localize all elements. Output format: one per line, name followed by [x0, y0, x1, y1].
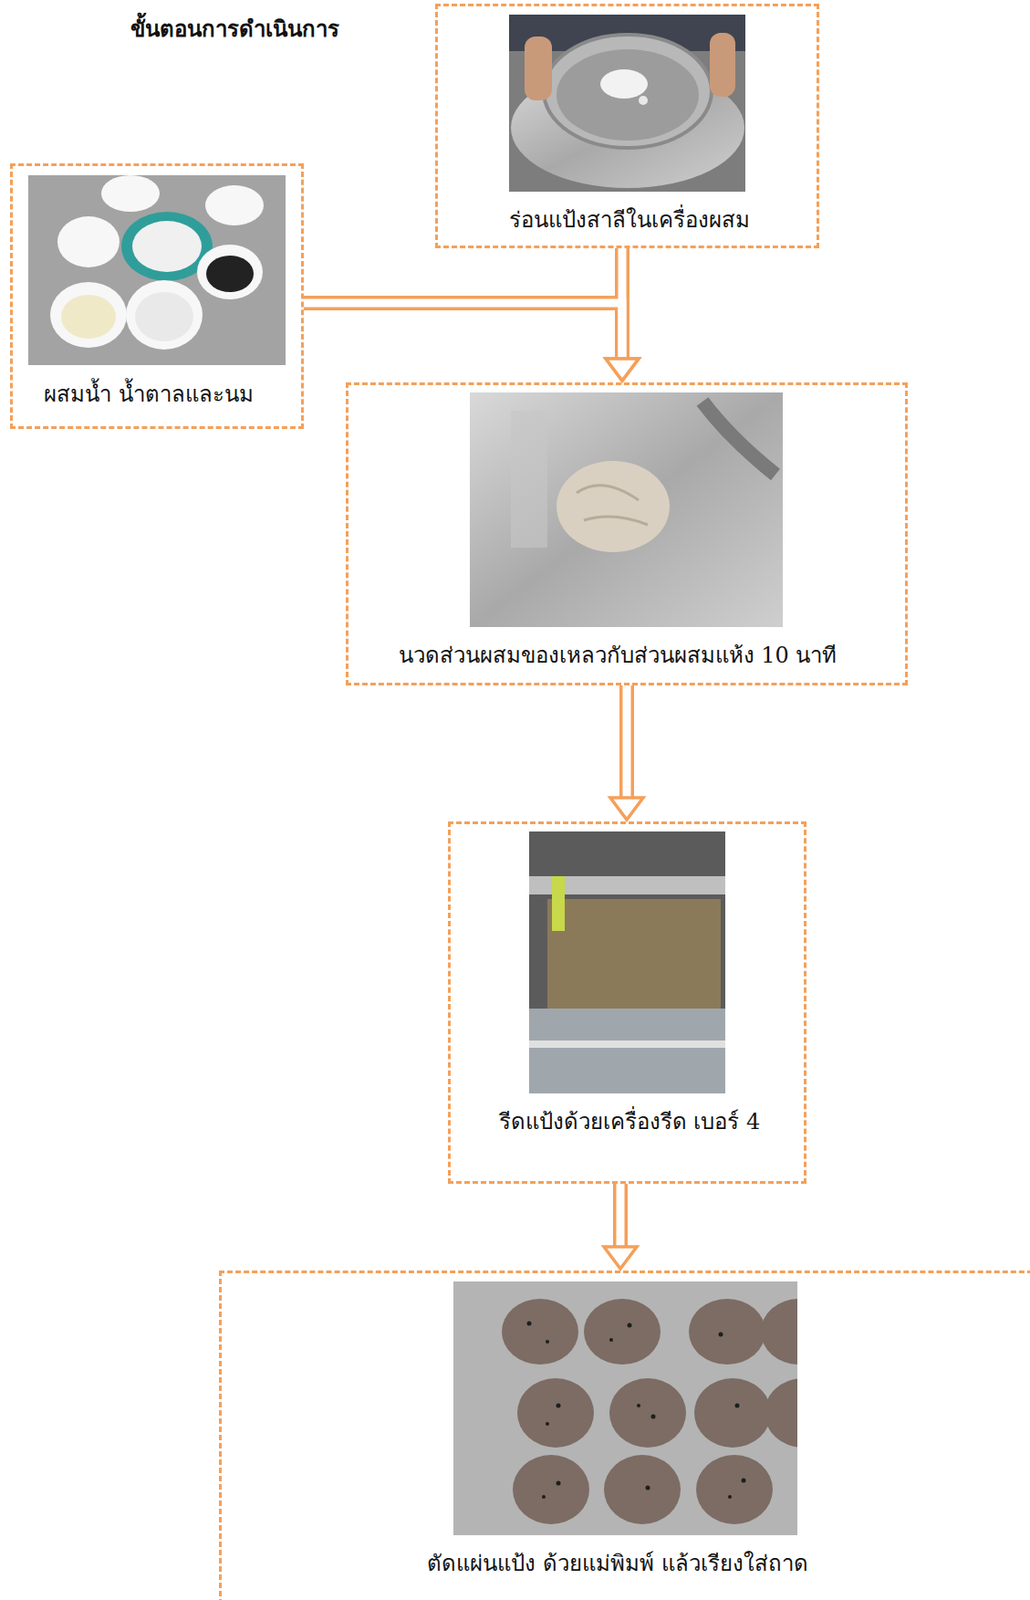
illustration-shape: [551, 875, 565, 931]
illustration-shape: [529, 1008, 726, 1093]
arrow-head: [603, 1246, 637, 1269]
illustration-shape: [57, 216, 120, 268]
process-box: นวดส่วนผสมของเหลวกับส่วนผสมแห้ง 10 นาที: [345, 382, 908, 686]
illustration-shape: [132, 220, 202, 272]
illustration-shape: [28, 175, 286, 365]
illustration-shape: [135, 291, 194, 342]
illustration-shape: [541, 1494, 546, 1499]
illustration-shape: [50, 281, 127, 348]
illustration-shape: [636, 1403, 641, 1407]
illustration-shape: [694, 1377, 771, 1447]
illustration-shape: [556, 460, 670, 552]
illustration-shape: [764, 1377, 798, 1447]
photo-rolling: [529, 831, 726, 1093]
illustration-shape: [609, 1377, 687, 1447]
flow-arrow: [613, 1183, 628, 1247]
illustration-shape: [603, 1454, 681, 1524]
flow-arrow-core: [616, 1183, 625, 1247]
illustration-shape: [688, 1298, 766, 1364]
photo-tray: [453, 1280, 798, 1535]
illustration-shape: [556, 1403, 562, 1408]
diagram-title: ขั้นตอนการดำเนินการ: [130, 14, 340, 43]
photo-sifting: [509, 14, 746, 192]
illustration-shape: [469, 392, 783, 627]
flow-arrow: [619, 685, 635, 798]
illustration-shape: [709, 32, 736, 97]
illustration-shape: [524, 36, 552, 101]
illustration-shape: [583, 1298, 661, 1364]
flow-arrow-core: [623, 685, 632, 798]
step-label: รีดแป้งด้วยเครื่องรีด เบอร์ 4: [499, 1107, 761, 1136]
illustration-shape: [728, 1494, 732, 1499]
illustration-shape: [453, 1280, 798, 1535]
illustration-shape: [517, 1377, 594, 1447]
illustration-shape: [527, 1321, 747, 1499]
photo-ingredients: [28, 175, 286, 365]
illustration-shape: [510, 410, 548, 548]
arrow-outline-layer: [303, 248, 627, 1247]
photo-kneading: [469, 392, 783, 627]
illustration-shape: [718, 1331, 724, 1337]
step-label: ร่อนแป้งสาลีในเครื่องผสม: [509, 206, 750, 235]
step-label: ผสมน้ำ น้ำตาลและนม: [43, 380, 254, 409]
arrow-head: [610, 797, 644, 820]
illustration-shape: [556, 1480, 562, 1486]
arrow-core-layer: [303, 248, 627, 1247]
flow-arrow: [303, 302, 623, 359]
illustration-shape: [101, 175, 160, 212]
illustration-shape: [527, 1321, 532, 1326]
illustration-shape: [696, 1454, 773, 1524]
process-box: รีดแป้งด้วยเครื่องรีด เบอร์ 4: [447, 821, 807, 1184]
flow-arrow-core: [303, 302, 623, 359]
illustration-shape: [576, 485, 648, 525]
illustration-shape: [545, 1339, 550, 1343]
illustration-shape: [735, 1403, 740, 1408]
process-box: ร่อนแป้งสาลีในเครื่องผสม: [435, 3, 820, 249]
illustration-shape: [609, 1337, 614, 1342]
illustration-shape: [125, 280, 203, 350]
illustration-shape: [651, 1414, 656, 1419]
illustration-shape: [543, 34, 712, 148]
illustration-shape: [205, 185, 264, 226]
illustration-shape: [760, 1298, 798, 1364]
illustration-shape: [501, 1298, 579, 1364]
illustration-shape: [529, 1040, 726, 1048]
illustration-shape: [509, 14, 746, 192]
illustration-shape: [638, 95, 648, 105]
illustration-shape: [529, 831, 726, 1093]
illustration-shape: [556, 49, 699, 141]
illustration-shape: [600, 69, 648, 99]
illustration-shape: [501, 1298, 798, 1524]
illustration-shape: [206, 255, 254, 292]
arrow-head: [605, 358, 639, 381]
arrow-head: [605, 358, 639, 381]
illustration-shape: [197, 244, 263, 300]
illustration-shape: [645, 1485, 651, 1490]
illustration-shape: [627, 1322, 633, 1328]
step-label: ตัดแผ่นแป้ง ด้วยแม่พิมพ์ แล้วเรียงใส่ถาด: [426, 1549, 808, 1578]
illustration-shape: [741, 1477, 747, 1483]
illustration-shape: [547, 898, 721, 1009]
process-box: ผสมน้ำ น้ำตาลและนม: [10, 163, 304, 429]
step-label: นวดส่วนผสมของเหลวกับส่วนผสมแห้ง 10 นาที: [398, 641, 838, 670]
illustration-shape: [512, 1454, 590, 1524]
illustration-shape: [702, 401, 776, 475]
process-box: ตัดแผ่นแป้ง ด้วยแม่พิมพ์ แล้วเรียงใส่ถาด: [218, 1269, 1030, 1600]
illustration-shape: [61, 294, 116, 339]
illustration-shape: [545, 1421, 550, 1426]
